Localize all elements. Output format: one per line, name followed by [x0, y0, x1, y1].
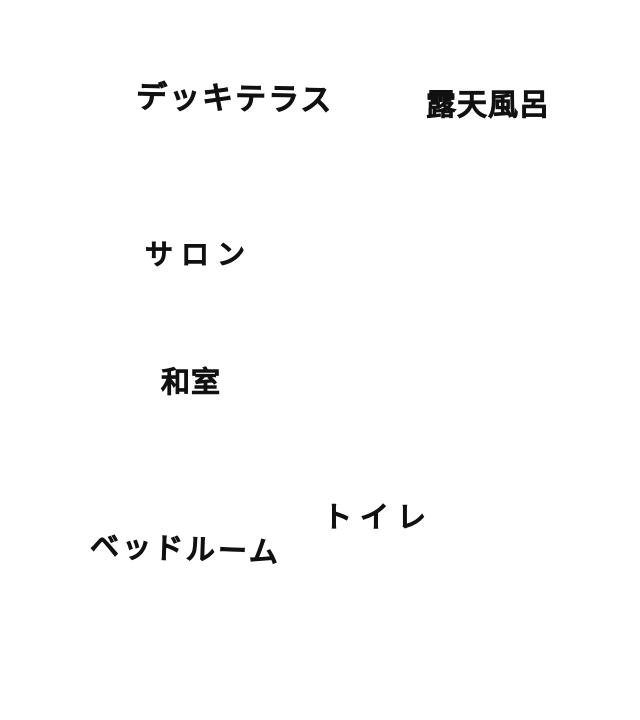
- room-label-toilet: トイレ: [323, 500, 435, 534]
- room-label-bedroom: ベッドルーム: [89, 528, 282, 570]
- room-label-open-air-bath: 露天風呂: [426, 88, 550, 123]
- room-label-japanese-room: 和室: [161, 365, 222, 399]
- room-label-salon: サロン: [145, 238, 254, 271]
- room-label-deck-terrace: デッキテラス: [135, 79, 334, 119]
